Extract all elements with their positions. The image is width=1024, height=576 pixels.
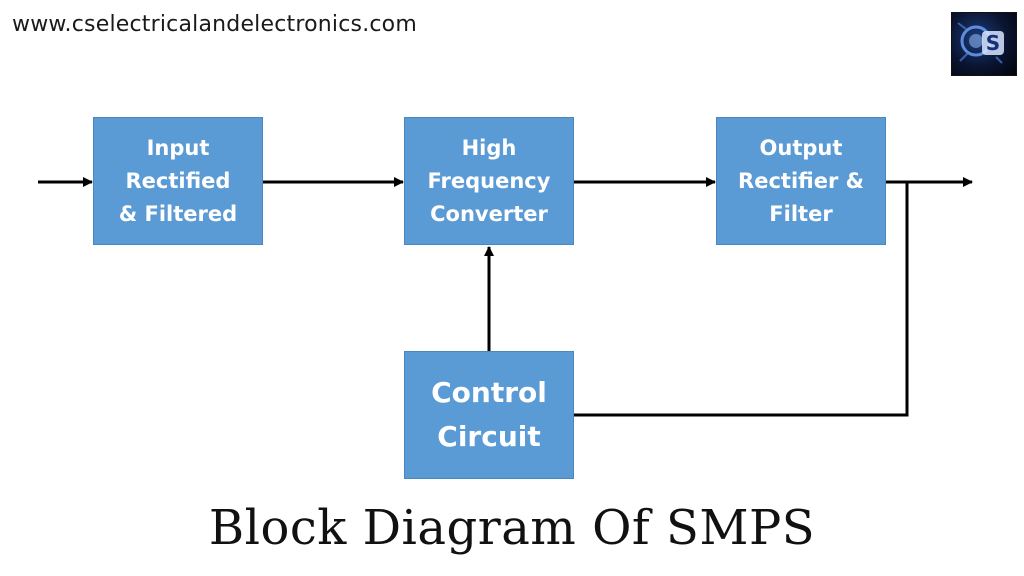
control-circuit-block: Control Circuit	[404, 351, 574, 479]
output-rectifier-filter-block: Output Rectifier & Filter	[716, 117, 886, 245]
input-rectified-filtered-block: Input Rectified & Filtered	[93, 117, 263, 245]
logo-letter: S	[986, 31, 1000, 55]
diagram-title: Block Diagram Of SMPS	[208, 500, 816, 556]
site-logo: S	[951, 12, 1017, 76]
high-frequency-converter-block: High Frequency Converter	[404, 117, 574, 245]
website-url: www.cselectricalandelectronics.com	[12, 12, 417, 37]
feedback-line	[574, 182, 909, 417]
